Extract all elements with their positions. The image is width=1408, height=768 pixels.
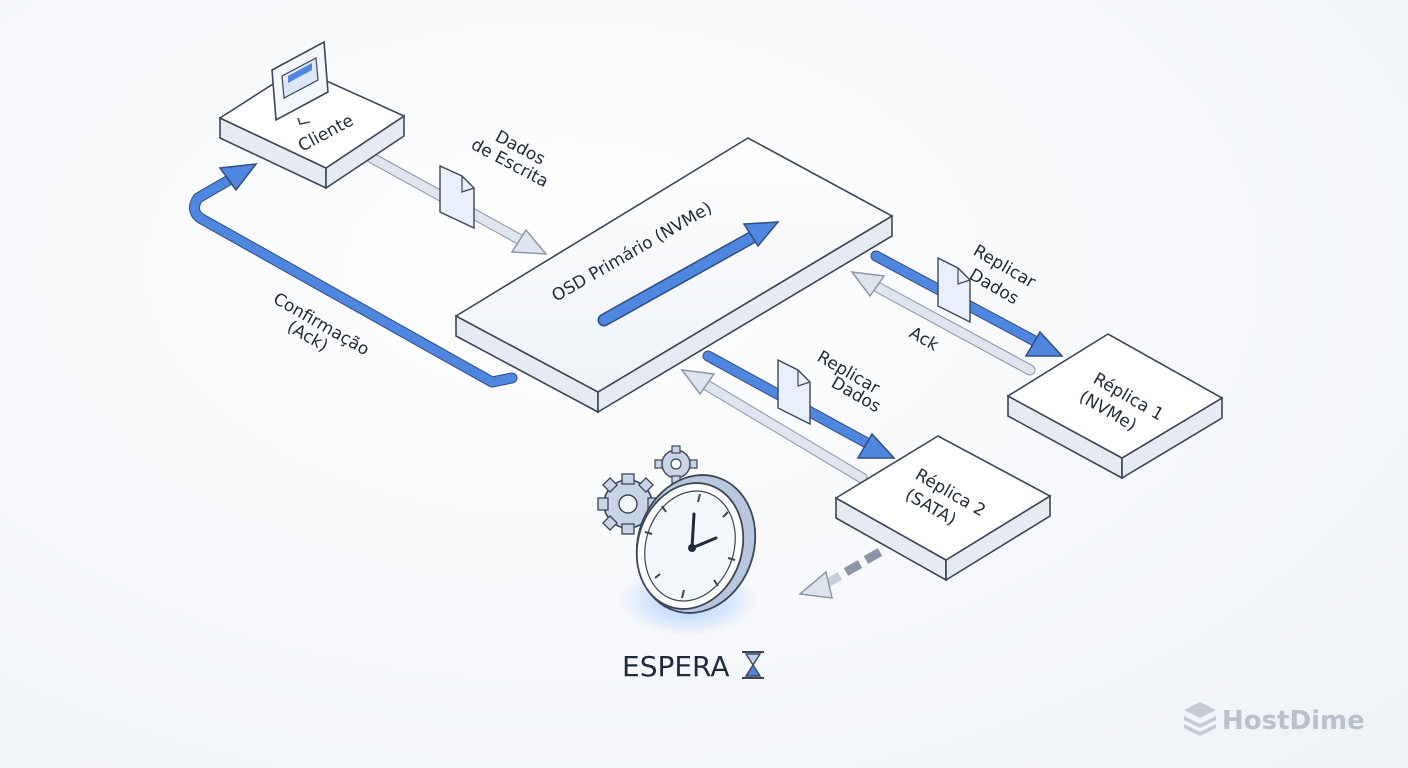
brand-logo: HostDime bbox=[1184, 702, 1365, 736]
wait-indicator bbox=[597, 445, 758, 636]
brand-name: HostDime bbox=[1222, 706, 1365, 736]
delayed-arrow bbox=[798, 548, 883, 599]
clock-icon bbox=[635, 474, 757, 614]
hourglass-icon bbox=[742, 651, 764, 679]
replica2-node: Réplica 2 (SATA) bbox=[834, 435, 1052, 582]
ack-arrow-replica2 bbox=[680, 369, 868, 484]
replica1-node: Réplica 1 (NVMe) bbox=[1006, 333, 1224, 480]
confirmation-arrow bbox=[189, 163, 518, 388]
gears-icon bbox=[597, 445, 698, 535]
client-node: Cliente bbox=[218, 40, 406, 190]
ack-arrow-replica1 bbox=[850, 271, 1036, 376]
server-stack-icon bbox=[1184, 702, 1216, 736]
write-data-document-icon bbox=[439, 164, 475, 230]
wait-label: ESPERA bbox=[622, 650, 730, 683]
replicate1-document-icon bbox=[937, 256, 971, 324]
monitor-icon bbox=[271, 40, 329, 125]
replicate2-document-icon bbox=[777, 358, 811, 426]
ack1-label: Ack bbox=[906, 323, 943, 356]
